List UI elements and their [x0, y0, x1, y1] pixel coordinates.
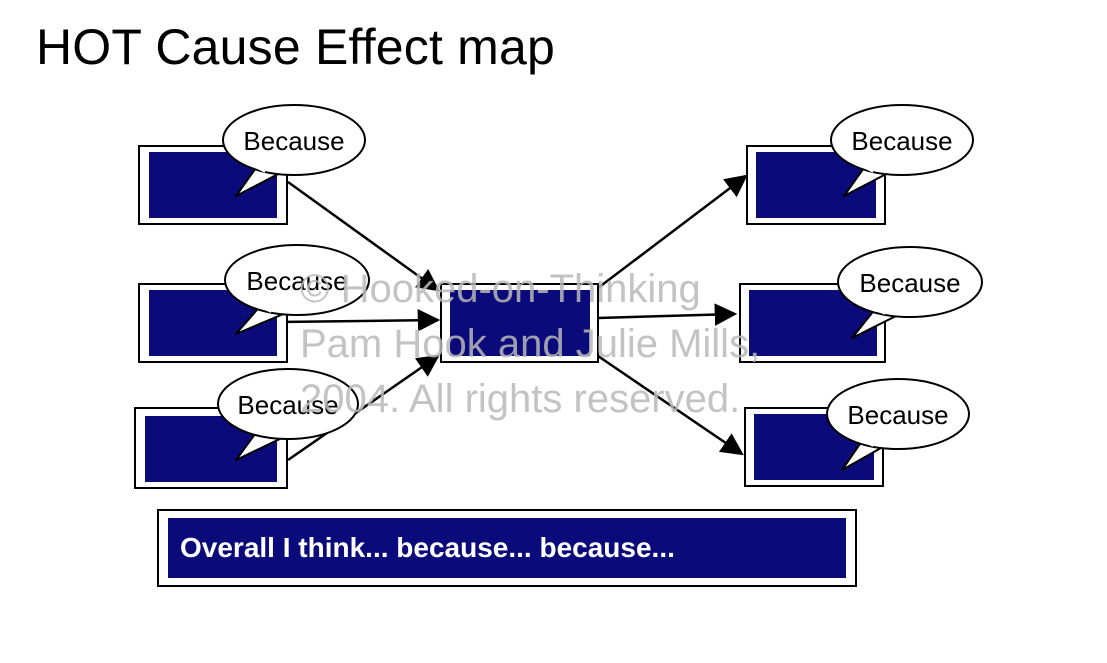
watermark-line-1: © Hooked-on-Thinking — [300, 267, 701, 311]
arrow-effect-3 — [597, 354, 744, 456]
bubble-label: Because — [246, 266, 347, 296]
arrow-cause-3 — [287, 354, 440, 462]
speech-bubble-effect-1[interactable]: Because — [830, 104, 974, 197]
speech-bubble-effect-2[interactable]: Because — [837, 246, 983, 339]
page-title: HOT Cause Effect map — [36, 19, 556, 75]
bubble-label: Because — [847, 400, 948, 430]
watermark-line-3: 2004. All rights reserved. — [300, 377, 740, 421]
summary-text: Overall I think... because... because... — [180, 532, 675, 563]
speech-bubble-cause-1[interactable]: Because — [222, 104, 366, 197]
speech-bubble-cause-2[interactable]: Because — [224, 244, 370, 335]
watermark: © Hooked-on-Thinking Pam Hook and Julie … — [300, 267, 760, 421]
central-box[interactable] — [440, 283, 599, 363]
bubble-label: Because — [243, 126, 344, 156]
arrow-cause-1 — [287, 180, 440, 292]
bubble-label: Because — [859, 268, 960, 298]
arrow-effect-1 — [597, 174, 748, 289]
summary-box[interactable]: Overall I think... because... because... — [157, 509, 857, 587]
bubble-label: Because — [851, 126, 952, 156]
speech-bubble-cause-3[interactable]: Because — [217, 368, 359, 461]
speech-bubble-effect-3[interactable]: Because — [826, 378, 970, 471]
arrow-effect-2 — [597, 303, 738, 326]
watermark-line-2: Pam Hook and Julie Mills, — [300, 322, 760, 366]
arrows — [277, 174, 748, 462]
arrow-cause-2 — [277, 309, 441, 332]
bubble-label: Because — [237, 390, 338, 420]
